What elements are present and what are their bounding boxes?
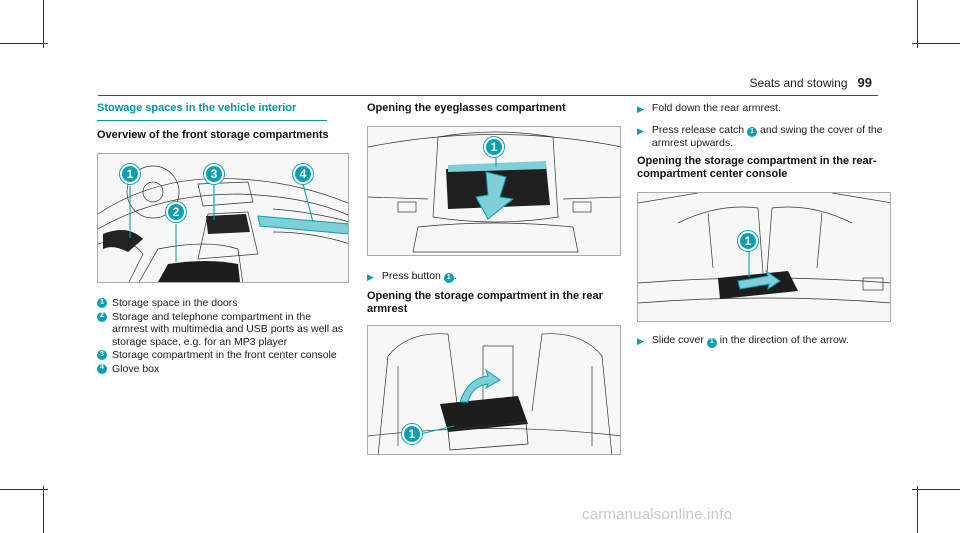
legend-text: Storage and telephone compartment in the… — [112, 310, 344, 348]
column-middle: Opening the eyeglasses compartment 1 ▶ P… — [367, 102, 621, 455]
running-head: Seats and stowing 99 — [749, 75, 872, 90]
step-fold-down: ▶ Fold down the rear armrest. — [637, 102, 891, 116]
legend-item: 1 Storage space in the doors — [97, 297, 349, 310]
callout-1: 1 — [738, 231, 758, 252]
callout-3: 3 — [204, 164, 224, 184]
center-console-heading: Opening the storage compartment in the r… — [637, 155, 877, 181]
callout-1: 1 — [402, 423, 422, 444]
callout-1: 1 — [120, 164, 140, 184]
legend-text: Storage compartment in the front center … — [112, 349, 337, 361]
legend-number: 4 — [97, 363, 107, 374]
crop-mark — [0, 43, 48, 44]
legend-list: 1 Storage space in the doors 2 Storage and… — [97, 297, 349, 375]
step-press-button: ▶ Press button 1. — [367, 270, 621, 284]
header-rule — [98, 95, 878, 96]
eyeglasses-drawing — [368, 127, 620, 255]
subtitle: Overview of the front storage compartmen… — [97, 129, 329, 141]
legend-number: 3 — [97, 350, 107, 360]
running-head-title: Seats and stowing — [749, 76, 848, 90]
eyeglasses-compartment-illustration: 1 — [367, 126, 621, 256]
eyeglasses-heading: Opening the eyeglasses compartment — [367, 102, 566, 114]
front-cockpit-illustration: 1 2 3 4 — [97, 153, 349, 283]
crop-mark — [43, 486, 44, 533]
rear-armrest-illustration: 1 — [367, 324, 621, 455]
crop-mark — [43, 0, 44, 48]
callout-2: 2 — [166, 202, 186, 222]
inline-number: 1 — [747, 126, 758, 137]
legend-text: Glove box — [112, 362, 160, 375]
step-release-catch: ▶ Press release catch 1 and swing the co… — [637, 124, 891, 150]
triangle-right-icon: ▶ — [367, 272, 374, 282]
step-text: Press button 1. — [381, 270, 457, 284]
watermark: carmanualsonline.info — [582, 506, 733, 523]
callout-4: 4 — [293, 164, 313, 184]
legend-item: 2 Storage and telephone compartment in th… — [97, 311, 349, 349]
crop-mark — [912, 43, 960, 44]
triangle-right-icon: ▶ — [637, 125, 644, 136]
step-slide-cover: ▶ Slide cover 1 in the direction of the … — [637, 334, 891, 348]
triangle-right-icon: ▶ — [637, 104, 644, 114]
section-rule — [97, 120, 327, 121]
crop-mark — [912, 489, 960, 490]
crop-mark — [917, 486, 918, 533]
column-right: ▶ Fold down the rear armrest. ▶ Press re… — [637, 102, 891, 348]
inline-number: 1 — [706, 337, 717, 348]
column-left: Stowage spaces in the vehicle interior O… — [97, 102, 349, 376]
section-title: Stowage spaces in the vehicle interior — [97, 102, 297, 114]
rear-console-illustration: 1 — [637, 192, 891, 323]
rear-armrest-heading: Opening the storage compartment in the r… — [367, 289, 603, 315]
step-text: Fold down the rear armrest. — [651, 102, 781, 114]
callout-1: 1 — [484, 137, 504, 157]
legend-number: 1 — [97, 298, 107, 308]
legend-item: 4 Glove box — [97, 363, 349, 376]
triangle-right-icon: ▶ — [637, 336, 644, 347]
legend-item: 3 Storage compartment in the front center… — [97, 349, 349, 362]
rear-console-drawing — [638, 193, 890, 322]
inline-number: 1 — [443, 273, 454, 284]
legend-number: 2 — [97, 311, 107, 322]
step-text: Slide cover 1 in the direction of the ar… — [651, 334, 849, 348]
page-number: 99 — [857, 75, 872, 90]
legend-text: Storage space in the doors — [112, 297, 238, 309]
crop-mark — [917, 0, 918, 48]
step-text: Press release catch 1 and swing the cove… — [651, 123, 883, 149]
crop-mark — [0, 489, 48, 490]
